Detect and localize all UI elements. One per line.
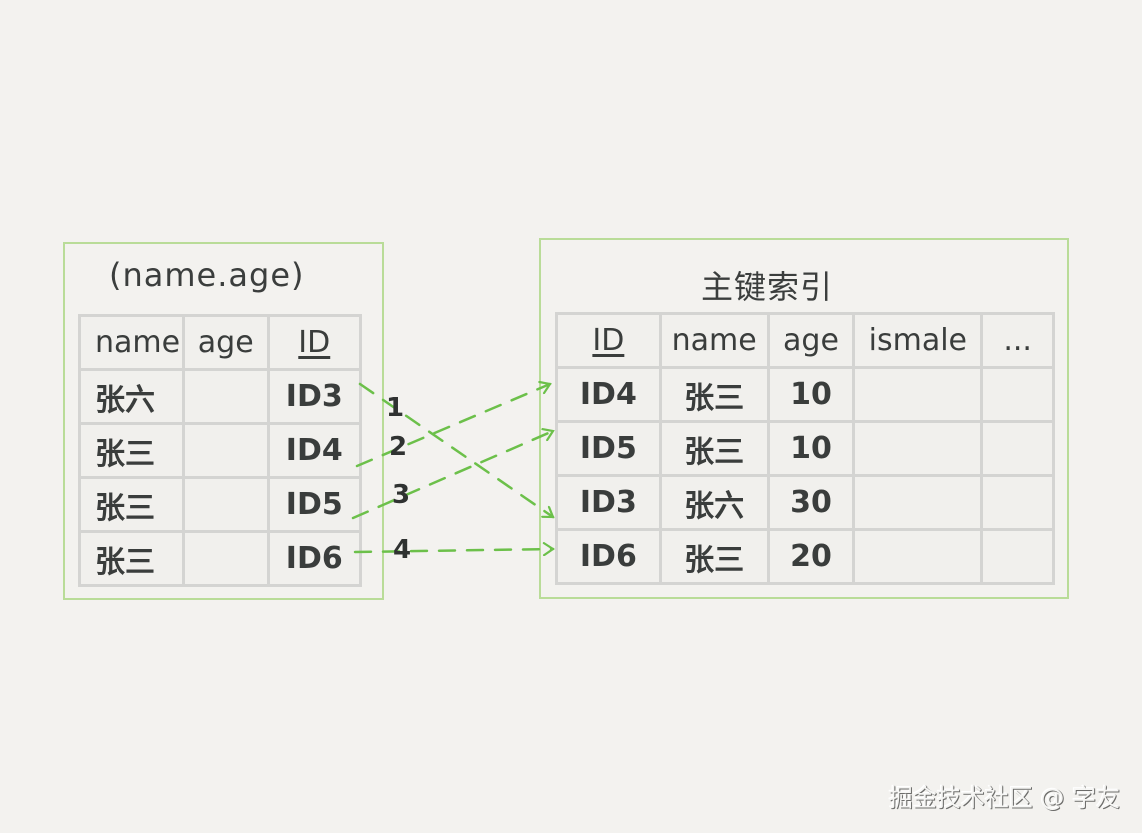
cell-ismale: [852, 474, 984, 531]
arrow-1-id3: [358, 382, 553, 519]
table-header-row: name age ID: [78, 314, 363, 371]
cell-id: ID6: [266, 530, 363, 587]
column-header-id: ID: [555, 312, 662, 369]
column-header-age: age: [181, 314, 270, 371]
primary-index-panel: 主键索引 ID name age ismale ... ID4 张三 10 ID…: [539, 238, 1069, 599]
watermark: 掘金技术社区 @ 字友: [888, 784, 1120, 812]
step-label-3: 3: [392, 480, 411, 510]
primary-index-table: ID name age ismale ... ID4 张三 10 ID5 张三 …: [555, 312, 1055, 585]
cell-ismale: [852, 528, 984, 585]
primary-index-title: 主键索引: [701, 268, 834, 306]
cell-name: 张三: [658, 366, 770, 423]
cell-age: 10: [766, 420, 856, 477]
cell-age: [181, 530, 270, 587]
cell-name: 张三: [78, 530, 185, 587]
cell-name: 张六: [658, 474, 770, 531]
arrow-3-id5: [351, 431, 553, 520]
cell-age: 30: [766, 474, 856, 531]
cell-id: ID4: [266, 422, 363, 479]
cell-id: ID6: [555, 528, 662, 585]
cell-more: [980, 420, 1055, 477]
cell-id: ID3: [555, 474, 662, 531]
table-row: 张三 ID5: [78, 476, 363, 533]
column-header-age: age: [766, 312, 856, 369]
secondary-index-table: name age ID 张六 ID3 张三 ID4 张三 ID5 张三 ID6: [78, 314, 363, 587]
cell-age: 20: [766, 528, 856, 585]
step-label-1: 1: [386, 393, 405, 423]
cell-id: ID4: [555, 366, 662, 423]
cell-name: 张六: [78, 368, 185, 425]
cell-id: ID5: [266, 476, 363, 533]
column-header-name: name: [78, 314, 185, 371]
table-row: 张三 ID6: [78, 530, 363, 587]
cell-id: ID5: [555, 420, 662, 477]
table-row: 张三 ID4: [78, 422, 363, 479]
cell-name: 张三: [78, 476, 185, 533]
cell-more: [980, 366, 1055, 423]
table-row: ID3 张六 30: [555, 474, 1055, 531]
table-row: 张六 ID3: [78, 368, 363, 425]
step-label-2: 2: [389, 432, 408, 462]
secondary-index-title: (name.age): [109, 256, 305, 294]
step-label-4: 4: [393, 535, 412, 565]
cell-name: 张三: [78, 422, 185, 479]
arrow-2-id4: [355, 384, 550, 468]
secondary-index-panel: (name.age) name age ID 张六 ID3 张三 ID4 张三 …: [63, 242, 384, 600]
table-row: ID4 张三 10: [555, 366, 1055, 423]
column-header-ismale: ismale: [852, 312, 984, 369]
cell-ismale: [852, 420, 984, 477]
cell-more: [980, 474, 1055, 531]
cell-age: [181, 476, 270, 533]
column-header-id: ID: [266, 314, 363, 371]
arrow-4-id6: [353, 549, 553, 552]
cell-name: 张三: [658, 528, 770, 585]
cell-more: [980, 528, 1055, 585]
cell-age: 10: [766, 366, 856, 423]
column-header-name: name: [658, 312, 770, 369]
cell-age: [181, 422, 270, 479]
table-row: ID5 张三 10: [555, 420, 1055, 477]
cell-ismale: [852, 366, 984, 423]
cell-age: [181, 368, 270, 425]
column-header-more: ...: [980, 312, 1055, 369]
table-header-row: ID name age ismale ...: [555, 312, 1055, 369]
cell-id: ID3: [266, 368, 363, 425]
cell-name: 张三: [658, 420, 770, 477]
table-row: ID6 张三 20: [555, 528, 1055, 585]
